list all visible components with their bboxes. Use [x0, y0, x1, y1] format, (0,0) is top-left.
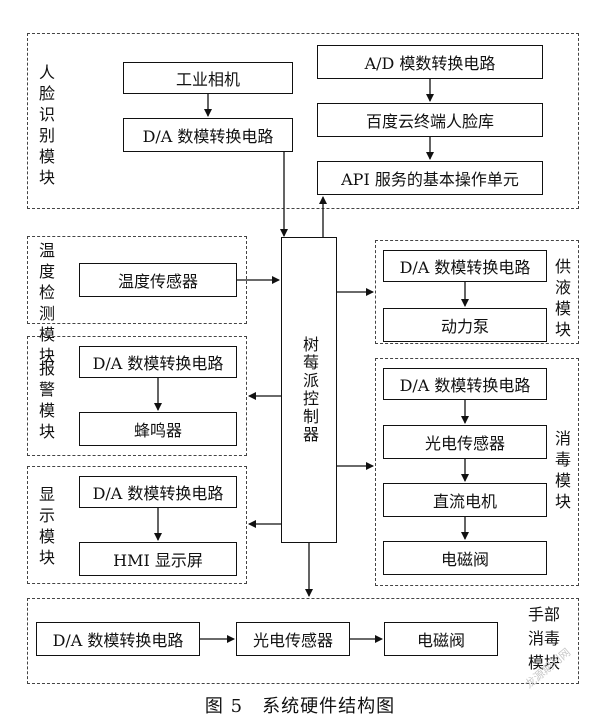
display-module-label: 显示模块 [38, 485, 55, 567]
disinfect-solenoid-valve-box: 电磁阀 [383, 541, 547, 575]
disinfect-photo-sensor-box: 光电传感器 [383, 425, 547, 459]
hand-module-label-1: 手部 [527, 605, 560, 624]
api-service-unit-box: API 服务的基本操作单元 [317, 161, 543, 195]
hand-module-group [27, 598, 579, 684]
display-module-group [27, 466, 247, 584]
alarm-da-converter-box: D/A 数模转换电路 [79, 346, 237, 378]
display-da-converter-box: D/A 数模转换电路 [79, 476, 237, 508]
hand-da-converter-box: D/A 数模转换电路 [36, 622, 200, 656]
face-module-label: 人脸识别模块 [38, 63, 55, 187]
supply-module-group [375, 240, 579, 344]
ad-converter-box: A/D 模数转换电路 [317, 45, 543, 79]
figure-caption: 图 5 系统硬件结构图 [204, 696, 396, 717]
raspberry-pi-controller-box: 树莓派控制器 [281, 237, 337, 543]
face-module-group [27, 33, 579, 209]
hand-module-label-3: 模块 [527, 653, 560, 672]
hmi-screen-box: HMI 显示屏 [79, 542, 237, 576]
disinfect-module-group [375, 358, 579, 586]
baidu-face-library-box: 百度云终端人脸库 [317, 103, 543, 137]
buzzer-box: 蜂鸣器 [79, 412, 237, 446]
temperature-sensor-box: 温度传感器 [79, 263, 237, 297]
power-pump-box: 动力泵 [383, 308, 547, 342]
controller-label: 树莓派控制器 [300, 336, 319, 444]
hand-solenoid-valve-box: 电磁阀 [384, 622, 498, 656]
dc-motor-box: 直流电机 [383, 483, 547, 517]
hand-module-label-2: 消毒 [527, 629, 560, 648]
hand-photo-sensor-box: 光电传感器 [236, 622, 350, 656]
supply-module-label: 供液模块 [554, 257, 571, 339]
alarm-module-label: 报警模块 [38, 359, 55, 441]
alarm-module-group [27, 336, 247, 456]
supply-da-converter-box: D/A 数模转换电路 [383, 250, 547, 282]
disinfect-da-converter-box: D/A 数模转换电路 [383, 368, 547, 400]
disinfect-module-label: 消毒模块 [554, 429, 571, 511]
industrial-camera-box: 工业相机 [123, 62, 293, 94]
face-da-converter-box: D/A 数模转换电路 [123, 118, 293, 152]
temp-module-label: 温度检测模块 [38, 241, 55, 365]
